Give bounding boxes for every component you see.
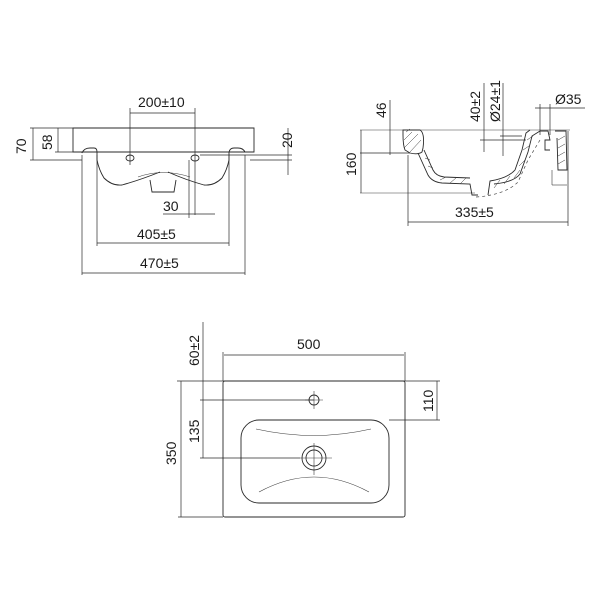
dim-total-height: 70 — [13, 138, 29, 154]
dim-overflow-height: 20 — [279, 132, 295, 148]
dim-drain-diameter: Ø24±1 — [487, 80, 503, 122]
dim-rim-height: 58 — [39, 134, 55, 150]
section-view: 46 40±2 Ø24±1 Ø35 160 335±5 — [343, 80, 585, 226]
dim-rim-depth: 46 — [373, 102, 389, 118]
top-view: 500 60±2 110 135 350 — [163, 322, 440, 518]
dim-tap-hole-diameter: Ø35 — [555, 91, 582, 107]
dim-top-depth: 350 — [163, 441, 179, 465]
dim-hole-offset: 30 — [163, 198, 179, 214]
dim-drain-depth: 40±2 — [467, 91, 483, 122]
dim-section-height: 160 — [343, 152, 359, 176]
dim-outer-width: 470±5 — [140, 255, 179, 271]
dim-tap-hole-offset: 60±2 — [186, 335, 202, 366]
dim-drain-offset: 135 — [186, 419, 202, 443]
dim-inner-width: 405±5 — [137, 226, 176, 242]
dim-top-width: 500 — [297, 336, 321, 352]
dim-tap-spacing: 200±10 — [138, 94, 185, 110]
dim-section-depth: 335±5 — [455, 204, 494, 220]
dim-bowl-offset: 110 — [420, 389, 436, 412]
front-view: 200±10 70 58 20 30 405±5 470±5 — [13, 94, 295, 275]
